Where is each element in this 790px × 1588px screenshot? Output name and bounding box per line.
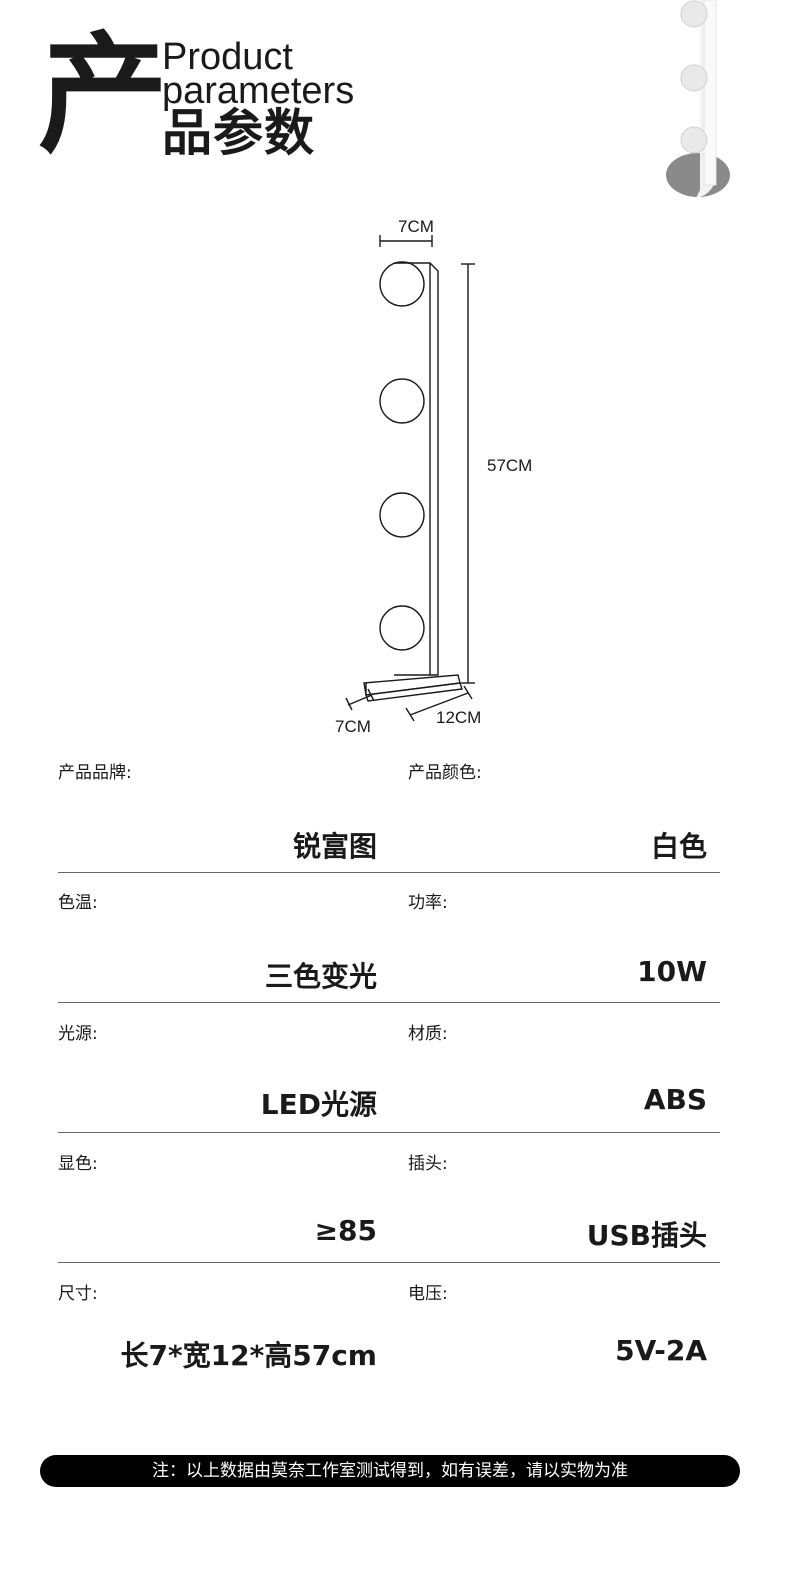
param-material-label: 材质: [408, 1024, 448, 1044]
param-size-label: 尺寸: [58, 1284, 98, 1304]
param-material-value: ABS [643, 1083, 707, 1116]
param-color-temp-value: 三色变光 [264, 960, 377, 993]
dim-base-depth-label: 7CM [335, 717, 371, 736]
param-light-source-value: LED光源 [260, 1088, 377, 1121]
param-color-label: 产品颜色: [408, 763, 482, 783]
param-cri-label: 显色: [58, 1154, 98, 1174]
english-title-line2: parameters [162, 70, 355, 112]
dim-top-width-label: 7CM [398, 217, 434, 236]
dimension-diagram: 7CM 57CM 7CM 12CM [335, 217, 532, 736]
param-voltage-label: 电压: [408, 1284, 448, 1304]
divider-row-4 [58, 1262, 720, 1263]
param-voltage-value: 5V-2A [615, 1334, 707, 1367]
param-brand-value: 锐富图 [292, 830, 377, 863]
param-color-temp-label: 色温: [58, 893, 98, 913]
english-title-line1: Product [162, 36, 293, 78]
param-brand-label: 产品品牌: [58, 763, 132, 783]
param-size-value: 长7*宽12*高57cm [120, 1339, 377, 1372]
divider-row-1 [58, 872, 720, 873]
divider-row-3 [58, 1132, 720, 1133]
divider-row-2 [58, 1002, 720, 1003]
title-big-char: 产 [38, 19, 168, 171]
dim-base-width-label: 12CM [436, 708, 481, 727]
param-cri-value: ≥85 [314, 1214, 377, 1247]
param-plug-label: 插头: [408, 1154, 448, 1174]
disclaimer-note: 注：以上数据由莫奈工作室测试得到，如有误差，请以实物为准 [40, 1455, 740, 1487]
param-plug-value: USB插头 [586, 1219, 707, 1252]
chinese-title: 品参数 [162, 104, 315, 162]
param-color-value: 白色 [650, 830, 707, 863]
param-light-source-label: 光源: [58, 1024, 98, 1044]
english-title: Product parameters [162, 36, 355, 112]
dim-height-label: 57CM [487, 456, 532, 475]
product-thumbnail-image [666, 0, 730, 198]
param-power-value: 10W [637, 955, 707, 988]
param-power-label: 功率: [408, 893, 448, 913]
